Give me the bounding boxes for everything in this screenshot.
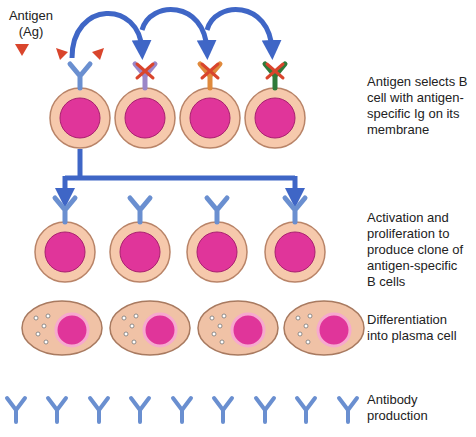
granule: [36, 332, 40, 336]
b-cell: [110, 198, 170, 282]
granule: [34, 316, 38, 320]
b-cell: [35, 198, 95, 282]
b-cell: [187, 198, 247, 282]
cell-body: [35, 222, 95, 282]
receptor-y: [70, 64, 90, 88]
arrow-branch: [63, 176, 68, 198]
selection-arc: [207, 10, 272, 50]
granule: [44, 340, 48, 344]
selection-arc: [142, 10, 207, 50]
b-cell: [50, 64, 110, 148]
antibodies: [7, 398, 357, 422]
proliferation-arrow: [65, 149, 295, 198]
cell-nucleus: [45, 232, 85, 272]
receptor-y: [130, 198, 150, 222]
cell-nucleus: [232, 314, 264, 346]
cell-nucleus: [125, 98, 165, 138]
cell-body: [187, 222, 247, 282]
granule: [308, 314, 312, 318]
arrow-bar: [65, 176, 295, 181]
antibody-y: [48, 398, 66, 422]
antibody-y: [173, 398, 191, 422]
step-description: Antigen selects B cell with antigen-spec…: [367, 74, 469, 138]
antigen-triangle: [92, 48, 104, 60]
granule: [222, 314, 226, 318]
step-description: Antibody production: [367, 392, 469, 424]
granule: [132, 340, 136, 344]
antibody-y: [90, 398, 108, 422]
cell-nucleus: [56, 314, 88, 346]
cell-body: [110, 301, 190, 355]
plasma-cell: [284, 301, 364, 355]
receptor-y: [265, 64, 285, 88]
rejection-crosses: [137, 64, 283, 78]
cell-body: [180, 88, 240, 148]
cell-nucleus: [255, 98, 295, 138]
cell-body: [284, 301, 364, 355]
cell-nucleus: [120, 232, 160, 272]
granules: [210, 314, 226, 344]
arrow-stem: [78, 149, 83, 178]
granule: [210, 316, 214, 320]
selection-arc: [72, 13, 142, 58]
cell-nucleus: [318, 314, 350, 346]
red-cross: [137, 64, 153, 78]
antigen-triangle: [15, 44, 29, 56]
granule: [306, 340, 310, 344]
cell-body: [265, 222, 325, 282]
antibody-y: [339, 398, 357, 422]
granules: [122, 314, 138, 344]
red-cross: [202, 64, 218, 78]
antibody-y: [297, 398, 315, 422]
receptor-y: [207, 198, 227, 222]
receptor-y: [285, 198, 305, 222]
granule: [124, 332, 128, 336]
granule: [42, 324, 46, 328]
cell-body: [50, 88, 110, 148]
cell-body: [110, 222, 170, 282]
b-cell: [115, 64, 175, 148]
cell-nucleus: [60, 98, 100, 138]
cell-nucleus: [144, 314, 176, 346]
plasma-cell: [198, 301, 278, 355]
b-cell: [245, 64, 305, 148]
red-cross: [267, 64, 283, 78]
plasma-cell: [110, 301, 190, 355]
granule: [130, 324, 134, 328]
antibody-y: [7, 398, 25, 422]
granule: [218, 324, 222, 328]
granule: [46, 314, 50, 318]
arrow-branch: [293, 176, 298, 198]
cell-body: [22, 301, 102, 355]
antibody-y: [131, 398, 149, 422]
granules: [296, 314, 312, 344]
step-description: Differentiation into plasma cell: [367, 312, 469, 344]
granules: [34, 314, 50, 344]
granule: [304, 324, 308, 328]
b-cell: [180, 64, 240, 148]
b-cell: [265, 198, 325, 282]
antibody-y: [256, 398, 274, 422]
cell-nucleus: [190, 98, 230, 138]
cell-body: [115, 88, 175, 148]
granule: [212, 332, 216, 336]
granule: [298, 332, 302, 336]
granule: [296, 316, 300, 320]
receptor-y: [200, 64, 220, 88]
antigen-label: Antigen (Ag): [2, 8, 60, 40]
cell-nucleus: [197, 232, 237, 272]
antigen-triangle: [56, 48, 68, 60]
cell-body: [245, 88, 305, 148]
granule: [122, 316, 126, 320]
cell-body: [198, 301, 278, 355]
granule: [134, 314, 138, 318]
plasma-cell: [22, 301, 102, 355]
antibody-y: [214, 398, 232, 422]
granule: [220, 340, 224, 344]
receptor-y: [135, 64, 155, 88]
step-description: Activation and proliferation to produce …: [367, 210, 469, 290]
cell-nucleus: [275, 232, 315, 272]
receptor-y: [55, 198, 75, 222]
